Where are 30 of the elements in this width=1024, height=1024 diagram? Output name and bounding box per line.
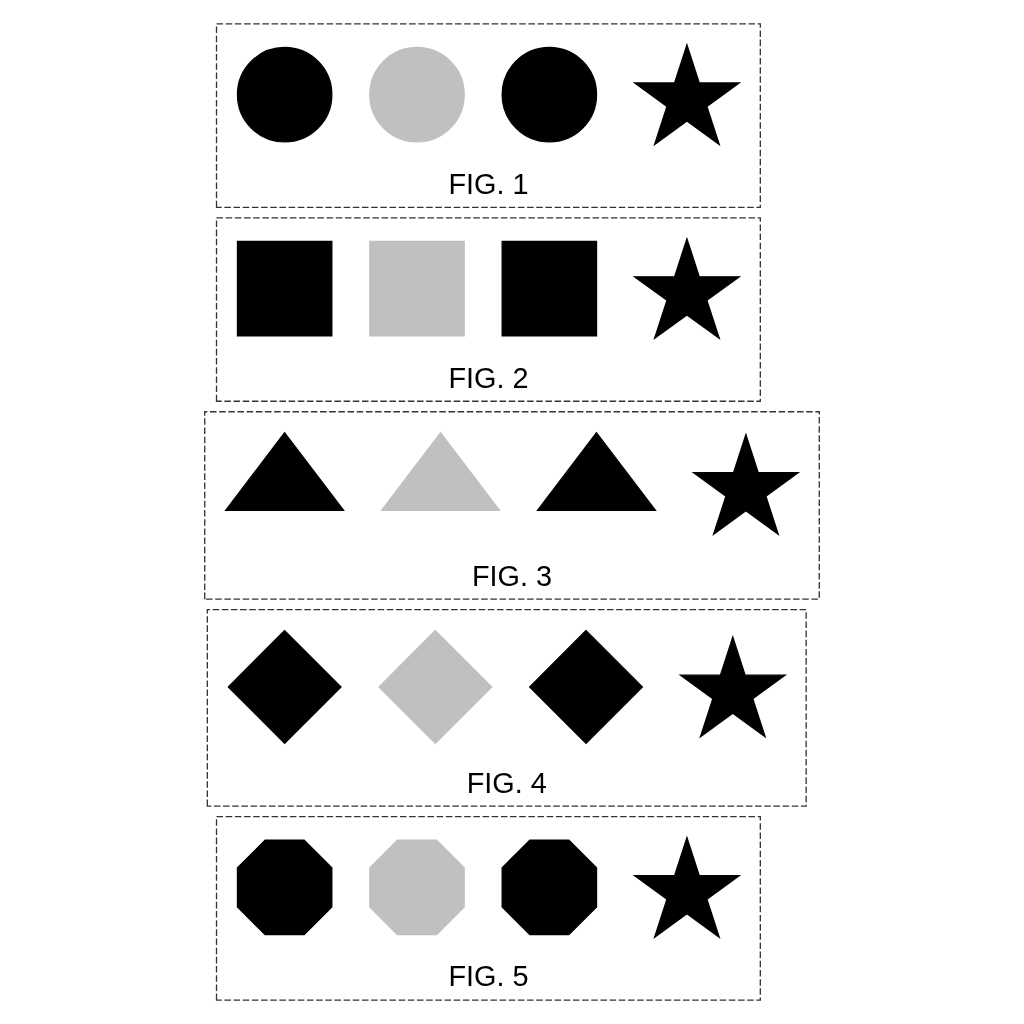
node-label: FIG. 3 xyxy=(471,559,553,592)
node-label: FIG. 4 xyxy=(466,766,547,799)
node-label: FIG. 5 xyxy=(448,960,529,993)
node-circle xyxy=(369,46,465,143)
node-square xyxy=(501,240,598,337)
node-diamond xyxy=(378,629,493,745)
node-star xyxy=(632,42,742,147)
node-octagon xyxy=(369,839,465,936)
node-circle xyxy=(236,46,333,143)
node-octagon xyxy=(236,839,333,936)
node-star xyxy=(678,635,788,739)
node-star xyxy=(632,835,742,939)
cluster xyxy=(204,411,820,600)
node-diamond xyxy=(227,629,342,745)
cluster xyxy=(215,816,761,1001)
node-label: FIG. 1 xyxy=(448,167,529,200)
cluster xyxy=(206,608,807,807)
node-triangle xyxy=(536,431,657,511)
node-octagon xyxy=(501,839,598,936)
node-square xyxy=(236,240,333,337)
cluster xyxy=(215,23,761,208)
node-circle xyxy=(501,46,598,143)
node-square xyxy=(369,240,465,337)
node-star xyxy=(691,432,801,536)
cluster xyxy=(215,217,761,402)
node-triangle xyxy=(224,431,345,511)
node-label: FIG. 2 xyxy=(448,361,529,394)
node-star xyxy=(632,236,742,341)
node-diamond xyxy=(528,629,644,745)
node-triangle xyxy=(380,431,501,511)
